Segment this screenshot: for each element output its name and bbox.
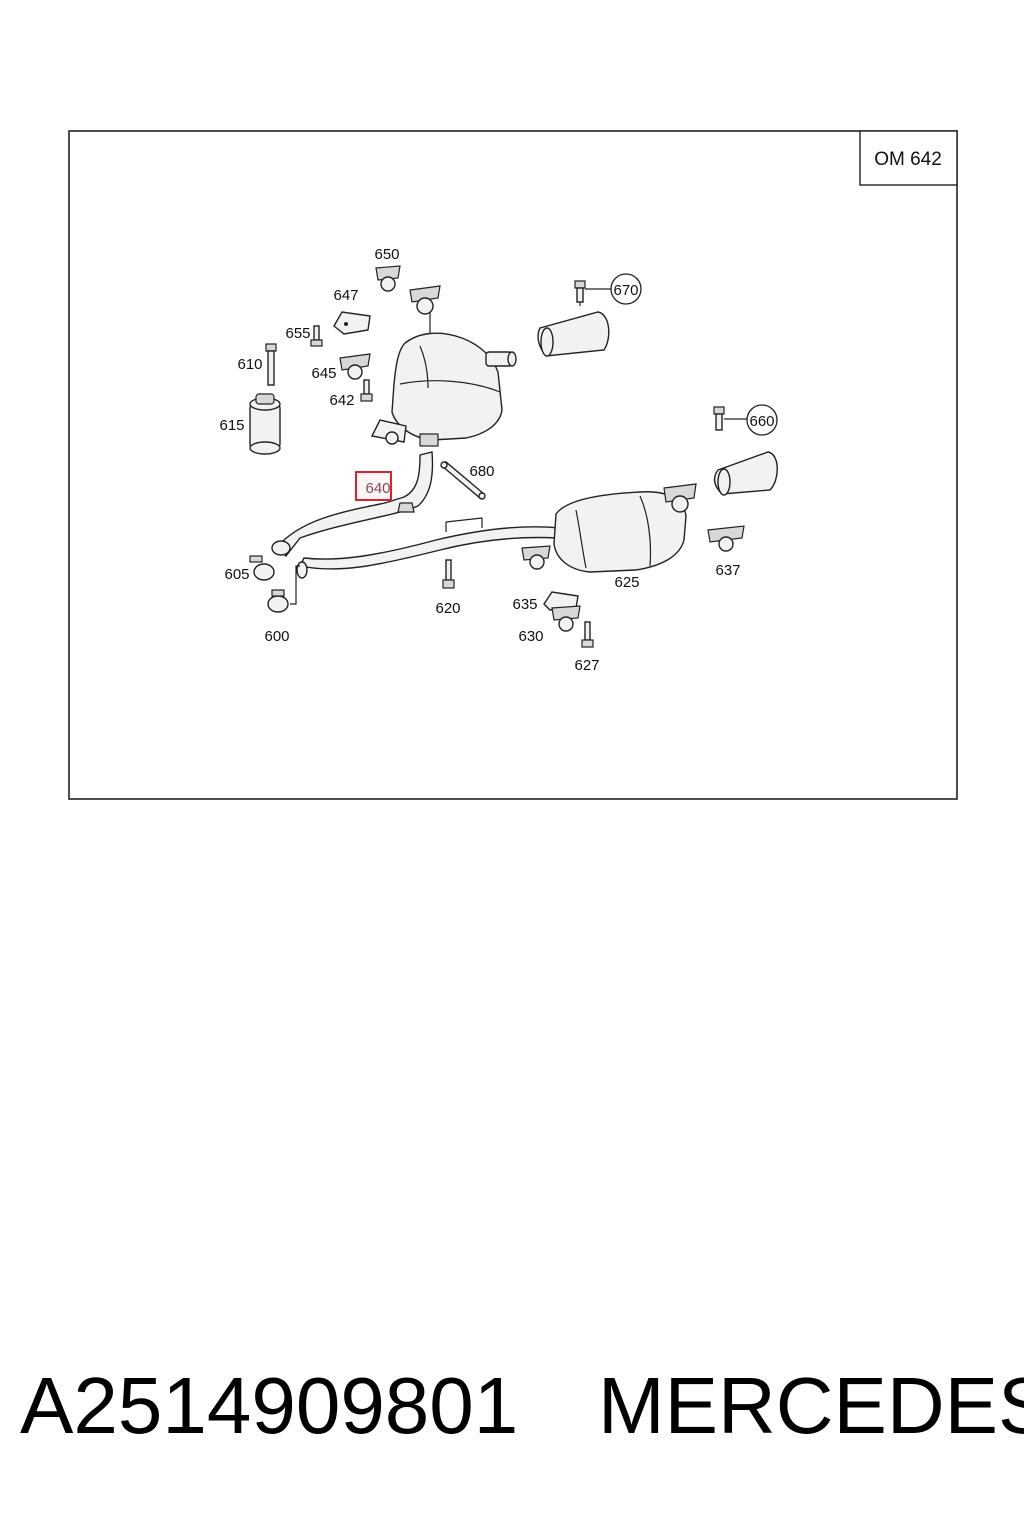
silencer-bracket — [370, 419, 407, 445]
label-605: 605 — [224, 566, 249, 583]
bolt-610 — [265, 343, 277, 386]
brand-name: MERCEDES — [598, 1361, 1024, 1450]
label-647: 647 — [333, 287, 358, 304]
label-680: 680 — [469, 463, 494, 480]
bracket-647 — [333, 311, 371, 335]
damper-615 — [249, 393, 281, 455]
label-645: 645 — [311, 365, 336, 382]
label-650: 650 — [374, 246, 399, 263]
clamp-605 — [249, 555, 275, 581]
callout-circle-660 — [746, 404, 778, 436]
bolt-620 — [442, 559, 455, 589]
label-637: 637 — [715, 562, 740, 579]
footer: A2514909801 MERCEDES — [0, 1360, 1024, 1480]
engine-code-box: OM 642 — [859, 130, 958, 186]
hanger-645 — [339, 353, 371, 380]
strap-680 — [440, 461, 486, 500]
bracket-635 — [543, 591, 579, 611]
hanger-650 — [375, 265, 401, 292]
hanger-637 — [707, 525, 745, 552]
hanger-625a — [521, 545, 551, 570]
label-640: 640 — [365, 480, 390, 497]
label-620: 620 — [435, 600, 460, 617]
front-silencer — [391, 300, 517, 447]
label-600: 600 — [264, 628, 289, 645]
bolt-627 — [581, 621, 594, 648]
exhaust-parts-diagram: OM 642 — [68, 130, 958, 800]
hanger-625b — [663, 483, 697, 513]
part-number: A2514909801 — [20, 1361, 519, 1450]
tailpipe-670 — [537, 296, 610, 357]
label-610: 610 — [237, 356, 262, 373]
tailpipe-660 — [713, 451, 778, 496]
label-655: 655 — [285, 325, 310, 342]
bolt-660 — [713, 406, 747, 431]
callout-circle-670 — [610, 273, 642, 305]
bolt-655 — [310, 325, 323, 347]
label-625: 625 — [614, 574, 639, 591]
label-642: 642 — [329, 392, 354, 409]
label-615: 615 — [219, 417, 244, 434]
label-660: 660 — [749, 413, 774, 430]
bolt-670 — [574, 280, 611, 303]
clamp-600 — [267, 565, 300, 613]
front-pipe-640 — [271, 451, 434, 557]
diagram-frame — [68, 130, 958, 800]
engine-code-label: OM 642 — [874, 149, 942, 170]
label-630: 630 — [518, 628, 543, 645]
hanger-650b — [409, 285, 441, 315]
highlight-box-640 — [355, 471, 392, 501]
label-627: 627 — [574, 657, 599, 674]
rear-silencer — [553, 491, 687, 573]
label-635: 635 — [512, 596, 537, 613]
bolt-642 — [360, 379, 373, 402]
label-670: 670 — [613, 282, 638, 299]
hanger-630 — [551, 605, 581, 632]
